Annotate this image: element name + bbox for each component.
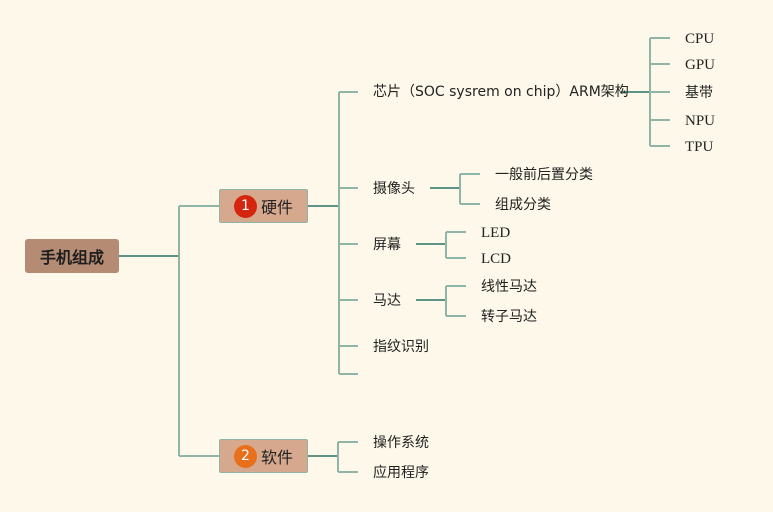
topic-camera-label: 摄像头 bbox=[373, 181, 415, 197]
priority-1-icon: 1 bbox=[233, 194, 257, 218]
topic-motor[interactable]: 马达 bbox=[373, 292, 401, 310]
subtopic-gpu-label: GPU bbox=[685, 57, 716, 73]
branch-software-label: 软件 bbox=[260, 448, 293, 467]
subtopic-cpu-label: CPU bbox=[685, 31, 715, 47]
subtopic-npu-label: NPU bbox=[685, 113, 716, 129]
topic-chip[interactable]: 芯片（SOC sysrem on chip）ARM架构 bbox=[373, 83, 629, 101]
subtopic-linear-motor-label: 线性马达 bbox=[481, 279, 537, 295]
subtopic-gpu[interactable]: GPU bbox=[685, 56, 715, 74]
topic-camera[interactable]: 摄像头 bbox=[373, 180, 415, 198]
branch-hardware[interactable]: 1 硬件 bbox=[219, 189, 308, 223]
subtopic-linear-motor[interactable]: 线性马达 bbox=[481, 278, 537, 296]
root-node[interactable]: 手机组成 bbox=[25, 239, 119, 273]
topic-fingerprint-label: 指纹识别 bbox=[373, 339, 429, 355]
topic-os[interactable]: 操作系统 bbox=[373, 434, 429, 452]
subtopic-front-rear[interactable]: 一般前后置分类 bbox=[495, 166, 593, 184]
subtopic-composition-label: 组成分类 bbox=[495, 197, 551, 213]
topic-apps[interactable]: 应用程序 bbox=[373, 464, 429, 482]
subtopic-baseband[interactable]: 基带 bbox=[685, 84, 713, 102]
subtopic-led[interactable]: LED bbox=[481, 224, 510, 242]
subtopic-tpu[interactable]: TPU bbox=[685, 138, 713, 156]
branch-hardware-label: 硬件 bbox=[260, 198, 293, 217]
subtopic-tpu-label: TPU bbox=[685, 139, 714, 155]
subtopic-cpu[interactable]: CPU bbox=[685, 30, 714, 48]
subtopic-composition[interactable]: 组成分类 bbox=[495, 196, 551, 214]
subtopic-led-label: LED bbox=[481, 225, 511, 241]
subtopic-lcd[interactable]: LCD bbox=[481, 250, 511, 268]
subtopic-lcd-label: LCD bbox=[481, 251, 511, 267]
subtopic-baseband-label: 基带 bbox=[685, 85, 713, 101]
topic-screen-label: 屏幕 bbox=[373, 237, 401, 253]
topic-screen[interactable]: 屏幕 bbox=[373, 236, 401, 254]
subtopic-npu[interactable]: NPU bbox=[685, 112, 715, 130]
topic-apps-label: 应用程序 bbox=[373, 465, 429, 481]
priority-2-icon: 2 bbox=[233, 444, 257, 468]
subtopic-front-rear-label: 一般前后置分类 bbox=[495, 167, 593, 183]
subtopic-rotor-motor-label: 转子马达 bbox=[481, 309, 537, 325]
branch-software[interactable]: 2 软件 bbox=[219, 439, 308, 473]
topic-os-label: 操作系统 bbox=[373, 435, 429, 451]
topic-chip-label: 芯片（SOC sysrem on chip）ARM架构 bbox=[373, 84, 629, 100]
root-label: 手机组成 bbox=[39, 248, 104, 267]
topic-fingerprint[interactable]: 指纹识别 bbox=[373, 338, 429, 356]
topic-motor-label: 马达 bbox=[373, 293, 401, 309]
subtopic-rotor-motor[interactable]: 转子马达 bbox=[481, 308, 537, 326]
